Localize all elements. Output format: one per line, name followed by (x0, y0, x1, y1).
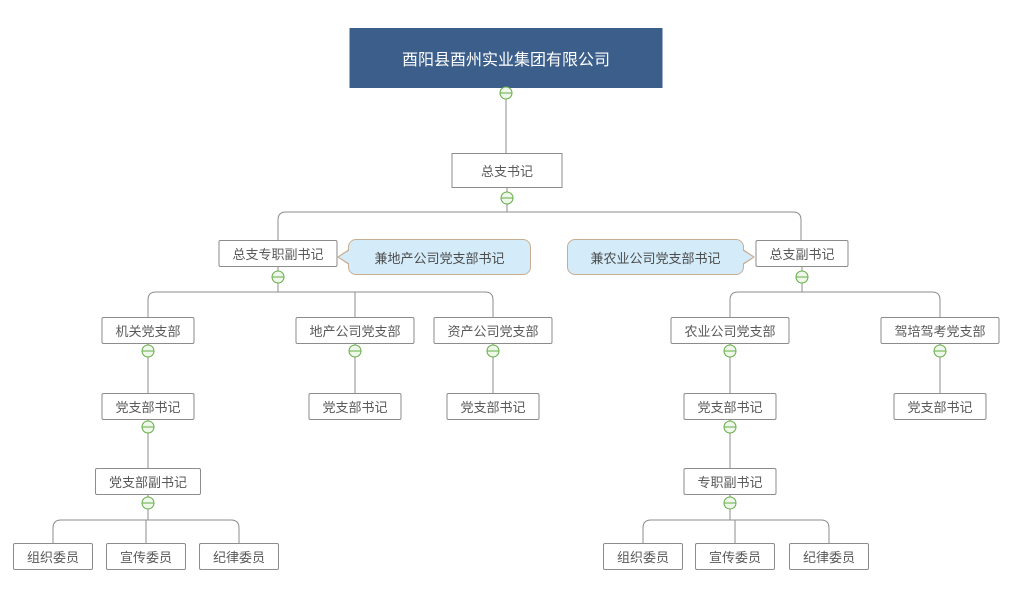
node-publicity-committee-right[interactable]: 宣传委员 (694, 543, 776, 570)
collapse-minus-icon[interactable] (723, 496, 737, 510)
node-realestate-branch[interactable]: 地产公司党支部 (295, 317, 415, 344)
node-asset-branch[interactable]: 资产公司党支部 (433, 317, 553, 344)
node-organization-committee-right[interactable]: 组织委员 (602, 543, 684, 570)
node-general-secretary[interactable]: 总支书记 (451, 153, 563, 188)
node-agriculture-branch[interactable]: 农业公司党支部 (670, 317, 790, 344)
node-discipline-committee-left[interactable]: 纪律委员 (198, 543, 280, 570)
node-branch-secretary-driving[interactable]: 党支部书记 (893, 393, 987, 420)
node-branch-secretary-asset[interactable]: 党支部书记 (446, 393, 540, 420)
callout-agriculture-label: 兼农业公司党支部书记 (590, 251, 721, 267)
node-office-branch[interactable]: 机关党支部 (101, 317, 195, 344)
node-organization-committee-left[interactable]: 组织委员 (12, 543, 94, 570)
collapse-minus-icon[interactable] (499, 86, 513, 100)
callout-realestate-label: 兼地产公司党支部书记 (374, 251, 505, 267)
node-branch-secretary-agriculture[interactable]: 党支部书记 (683, 393, 777, 420)
collapse-minus-icon[interactable] (500, 191, 514, 205)
collapse-minus-icon[interactable] (723, 344, 737, 358)
collapse-minus-icon[interactable] (141, 344, 155, 358)
node-branch-deputy-secretary[interactable]: 党支部副书记 (94, 468, 202, 495)
callout-tail-icon (339, 250, 350, 264)
node-deputy-secretary[interactable]: 总支副书记 (755, 240, 849, 267)
collapse-minus-icon[interactable] (795, 270, 809, 284)
collapse-minus-icon[interactable] (486, 344, 500, 358)
node-publicity-committee-left[interactable]: 宣传委员 (105, 543, 187, 570)
collapse-minus-icon[interactable] (723, 420, 737, 434)
node-discipline-committee-right[interactable]: 纪律委员 (788, 543, 870, 570)
collapse-minus-icon[interactable] (348, 344, 362, 358)
collapse-minus-icon[interactable] (141, 420, 155, 434)
callout-tail-icon (742, 250, 753, 264)
collapse-minus-icon[interactable] (141, 496, 155, 510)
node-fulltime-deputy[interactable]: 专职副书记 (683, 468, 777, 495)
node-driving-branch[interactable]: 驾培驾考党支部 (880, 317, 1000, 344)
callout-agriculture-secretary[interactable]: 兼农业公司党支部书记 (567, 239, 755, 275)
node-branch-secretary-realestate[interactable]: 党支部书记 (308, 393, 402, 420)
callout-realestate-secretary[interactable]: 兼地产公司党支部书记 (337, 239, 531, 275)
node-fulltime-deputy-secretary[interactable]: 总支专职副书记 (218, 240, 338, 267)
node-root-company[interactable]: 酉阳县酉州实业集团有限公司 (349, 28, 663, 88)
node-branch-secretary-office[interactable]: 党支部书记 (101, 393, 195, 420)
collapse-minus-icon[interactable] (271, 270, 285, 284)
collapse-minus-icon[interactable] (933, 344, 947, 358)
